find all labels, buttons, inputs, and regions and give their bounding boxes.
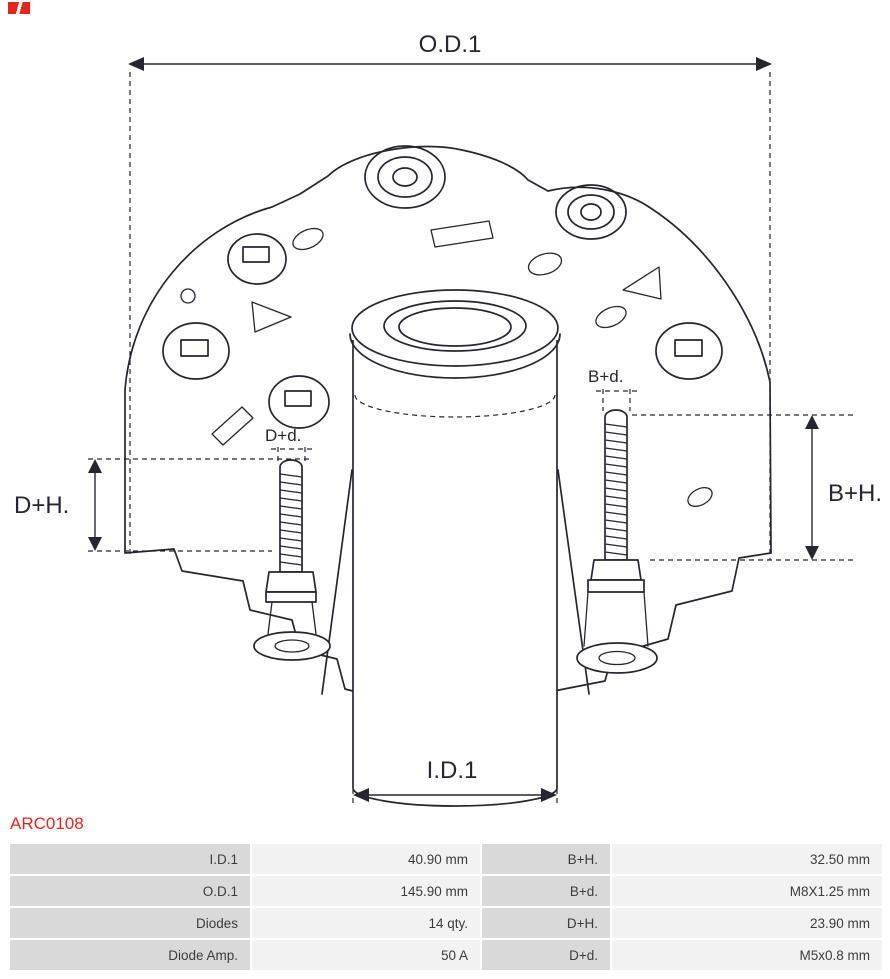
dimensions: O.D.1 I.D.1 D+H. B+H. D+: [14, 31, 882, 806]
dim-id1: I.D.1: [352, 757, 558, 806]
diode-boss-icon: [227, 233, 287, 285]
spec-label-cell: Diode Amp.: [10, 940, 250, 970]
mount-foot-icon: [253, 631, 331, 661]
hole-icon: [527, 252, 563, 276]
spec-value-cell: 145.90 mm: [252, 876, 480, 906]
spec-value-cell: 32.50 mm: [612, 844, 882, 874]
plate-details: [162, 145, 723, 674]
spec-label-cell: O.D.1: [10, 876, 250, 906]
spec-table: I.D.1 40.90 mm B+H. 32.50 mm O.D.1 145.9…: [8, 842, 884, 972]
spec-value-cell: 14 qty.: [252, 908, 480, 938]
spec-value-cell: 23.90 mm: [612, 908, 882, 938]
dim-dd: D+d.: [265, 426, 313, 465]
technical-drawing: O.D.1 I.D.1 D+H. B+H. D+: [14, 31, 882, 807]
spec-label-cell: D+d.: [482, 940, 610, 970]
brand-logo-fragment-icon: [8, 2, 30, 14]
hole-icon: [292, 227, 324, 251]
dim-bd-label: B+d.: [588, 367, 623, 386]
hole-icon: [595, 305, 627, 329]
terminal-grommet-icon: [555, 184, 627, 240]
dim-arrow-icon: [541, 788, 557, 802]
spec-value-cell: 50 A: [252, 940, 480, 970]
spec-label-cell: I.D.1: [10, 844, 250, 874]
spec-value-cell: 40.90 mm: [252, 844, 480, 874]
dim-dh-label: D+H.: [14, 492, 69, 519]
dim-arrow-icon: [88, 537, 102, 551]
spec-label-cell: B+H.: [482, 844, 610, 874]
dim-arrow-icon: [128, 57, 144, 71]
slot-icon: [211, 406, 254, 446]
spec-value-cell: M5x0.8 mm: [612, 940, 882, 970]
dim-arrow-icon: [756, 57, 772, 71]
stud-right: [583, 409, 649, 647]
dim-arrow-icon: [353, 788, 369, 802]
dim-arrow-icon: [805, 546, 819, 560]
spec-value-cell: M8X1.25 mm: [612, 876, 882, 906]
dim-bd: B+d.: [588, 367, 638, 411]
diode-boss-icon: [655, 322, 723, 380]
dim-dd-label: D+d.: [265, 426, 301, 445]
hole-icon: [180, 288, 196, 304]
dim-dh: D+H.: [14, 458, 312, 552]
table-row: Diode Amp. 50 A D+d. M5x0.8 mm: [10, 940, 882, 970]
arrow-mark-icon: [622, 266, 662, 300]
part-number: ARC0108: [10, 814, 84, 833]
diode-boss-icon: [268, 375, 330, 429]
dim-od1: O.D.1: [128, 31, 772, 560]
spec-label-cell: B+d.: [482, 876, 610, 906]
slot-icon: [430, 220, 494, 248]
dim-arrow-icon: [805, 415, 819, 429]
dim-bh: B+H.: [632, 414, 882, 561]
dim-id1-label: I.D.1: [427, 757, 478, 784]
arrow-mark-icon: [251, 301, 292, 333]
table-row: O.D.1 145.90 mm B+d. M8X1.25 mm: [10, 876, 882, 906]
hole-icon: [687, 487, 713, 507]
table-row: I.D.1 40.90 mm B+H. 32.50 mm: [10, 844, 882, 874]
dim-od1-label: O.D.1: [419, 31, 482, 58]
dim-arrow-icon: [88, 459, 102, 473]
mount-foot-icon: [576, 642, 658, 674]
dim-bh-label: B+H.: [828, 480, 882, 507]
diode-boss-icon: [162, 322, 230, 380]
spec-label-cell: D+H.: [482, 908, 610, 938]
stud-left: [265, 459, 317, 635]
terminal-grommet-icon: [364, 145, 446, 209]
hub-tube: [349, 289, 561, 807]
spec-label-cell: Diodes: [10, 908, 250, 938]
table-row: Diodes 14 qty. D+H. 23.90 mm: [10, 908, 882, 938]
